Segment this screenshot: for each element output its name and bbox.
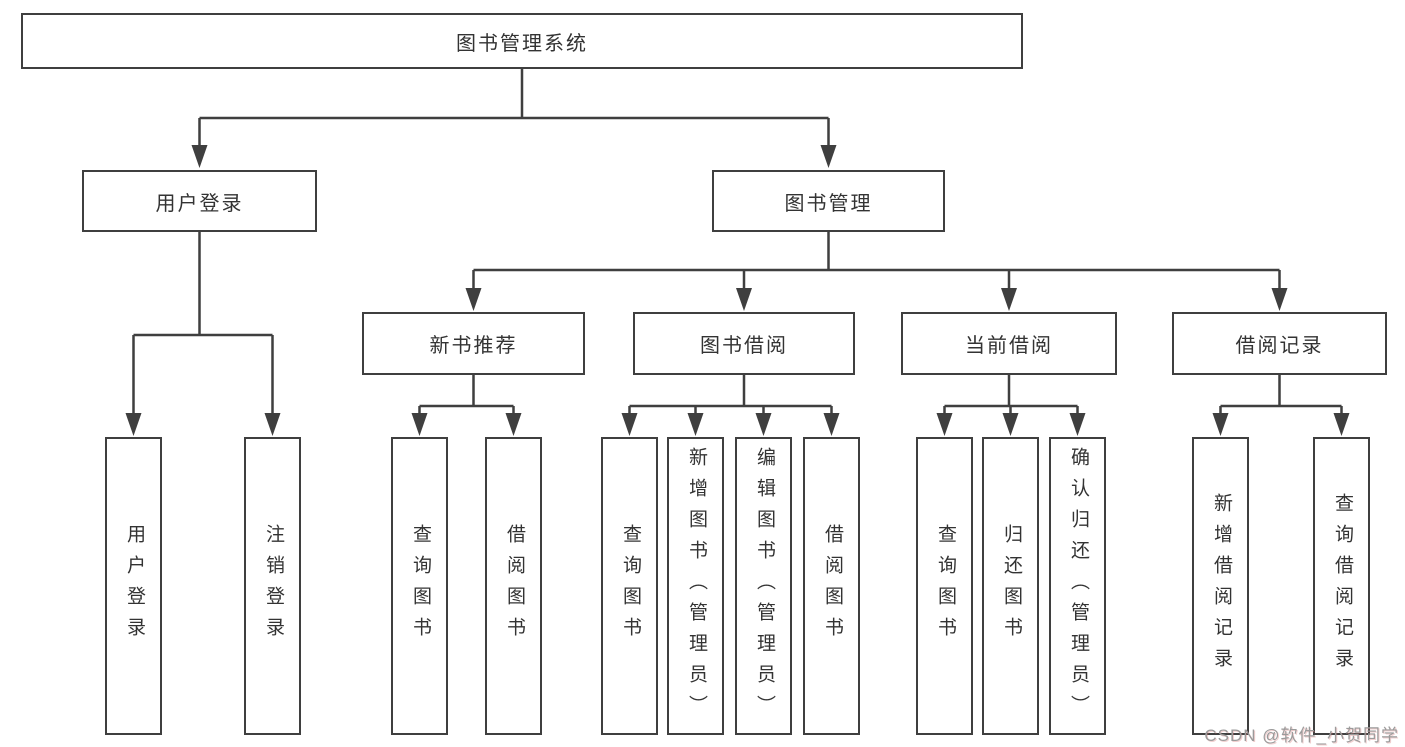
leaf-add-book-admin: 新增图书（管理员） — [667, 437, 724, 735]
node-label: 当前借阅 — [965, 335, 1053, 357]
leaf-query-book-borrowing: 查询图书 — [601, 437, 658, 735]
node-label: 新增图书（管理员） — [685, 446, 707, 726]
node-label: 注销登录 — [262, 524, 284, 648]
node-label: 编辑图书（管理员） — [753, 446, 775, 726]
node-borrowing-records: 借阅记录 — [1172, 312, 1387, 375]
node-label: 新书推荐 — [429, 335, 518, 357]
arrowhead — [1333, 413, 1350, 436]
arrowhead — [823, 413, 840, 436]
leaf-query-borrow-record: 查询借阅记录 — [1313, 437, 1370, 735]
node-label: 图书借阅 — [700, 335, 788, 357]
arrowhead — [687, 413, 704, 436]
node-book-management: 图书管理 — [712, 170, 945, 232]
node-label: 查询图书 — [934, 524, 956, 648]
arrowhead — [936, 413, 953, 436]
arrowhead — [1001, 288, 1017, 311]
leaf-edit-book-admin: 编辑图书（管理员） — [735, 437, 792, 735]
leaf-query-book-current: 查询图书 — [916, 437, 973, 735]
leaf-return-book: 归还图书 — [982, 437, 1039, 735]
arrowhead — [755, 413, 772, 436]
node-label: 查询图书 — [619, 524, 641, 648]
arrowhead — [465, 288, 482, 311]
node-label: 借阅记录 — [1235, 335, 1324, 357]
arrowhead — [736, 288, 752, 311]
csdn-watermark: CSDN @软件_小贺同学 — [1204, 726, 1399, 745]
arrowhead — [1069, 413, 1086, 436]
node-book-borrowing: 图书借阅 — [633, 312, 855, 375]
node-label: 确认归还（管理员） — [1067, 446, 1089, 726]
node-label: 用户登录 — [155, 192, 244, 215]
leaf-borrow-book-recommend: 借阅图书 — [485, 437, 542, 735]
leaf-add-borrow-record: 新增借阅记录 — [1192, 437, 1249, 735]
arrowhead — [1212, 413, 1229, 436]
node-label: 图书管理系统 — [456, 32, 588, 55]
node-user-login: 用户登录 — [82, 170, 317, 232]
leaf-borrow-book: 借阅图书 — [803, 437, 860, 735]
arrowhead — [621, 413, 638, 436]
arrowhead — [1002, 413, 1019, 436]
node-current-borrowing: 当前借阅 — [901, 312, 1117, 375]
node-label: 用户登录 — [123, 524, 145, 648]
node-label: 归还图书 — [1000, 524, 1022, 648]
leaf-query-book-recommend: 查询图书 — [391, 437, 448, 735]
arrowhead — [820, 145, 837, 168]
node-label: 查询借阅记录 — [1331, 493, 1353, 679]
node-label: 查询图书 — [409, 524, 431, 648]
arrowhead — [505, 413, 522, 436]
arrowhead — [191, 145, 208, 168]
arrowhead — [1271, 288, 1288, 311]
node-label: 新增借阅记录 — [1210, 493, 1232, 679]
arrowhead — [125, 413, 142, 436]
node-label: 图书管理 — [784, 192, 873, 215]
arrowhead — [264, 413, 281, 436]
leaf-confirm-return-admin: 确认归还（管理员） — [1049, 437, 1106, 735]
arrowhead — [411, 413, 428, 436]
leaf-user-login: 用户登录 — [105, 437, 162, 735]
node-label: 借阅图书 — [503, 524, 525, 648]
node-label: 借阅图书 — [821, 524, 843, 648]
node-library-system: 图书管理系统 — [21, 13, 1023, 69]
node-new-book-recommend: 新书推荐 — [362, 312, 585, 375]
leaf-logout: 注销登录 — [244, 437, 301, 735]
